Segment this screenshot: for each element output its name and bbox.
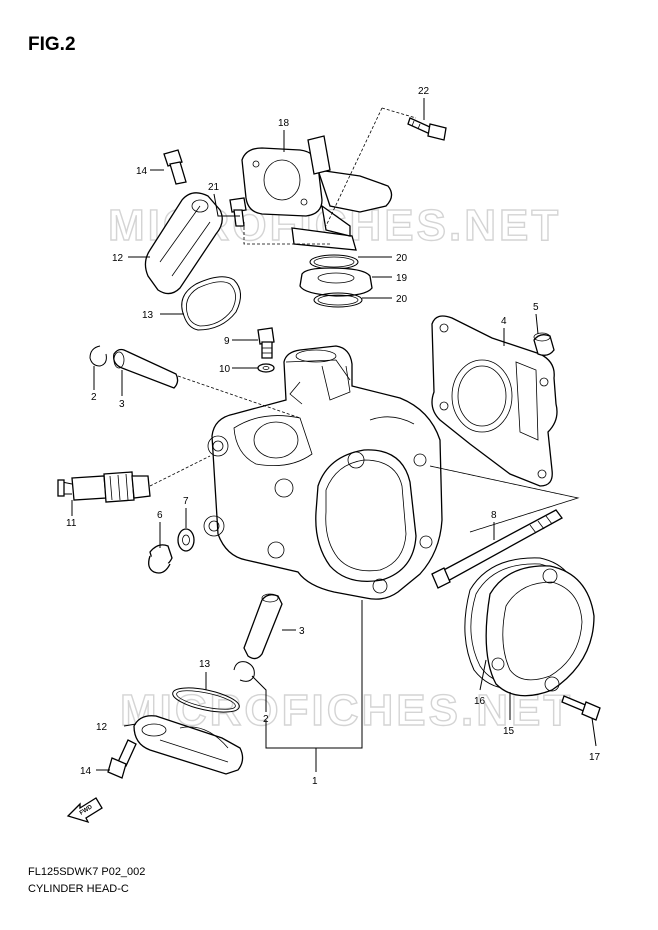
callout-12-lower: 12 xyxy=(96,722,108,733)
callout-4: 4 xyxy=(501,316,507,327)
callout-5: 5 xyxy=(533,302,539,313)
washer-7 xyxy=(177,528,195,552)
callout-11: 11 xyxy=(66,518,77,529)
stud-bolt-8 xyxy=(431,509,563,589)
spark-plug-11 xyxy=(57,471,151,503)
callout-7: 7 xyxy=(183,496,189,507)
callout-1: 1 xyxy=(312,776,318,787)
figure-title: FIG.2 xyxy=(28,34,76,55)
callout-2-lower: 2 xyxy=(263,714,269,725)
callout-9: 9 xyxy=(224,336,230,347)
callout-22: 22 xyxy=(418,86,430,97)
bolt-14-lower xyxy=(107,739,137,779)
clip-2-upper xyxy=(89,345,107,367)
bolt-21 xyxy=(229,197,247,227)
bolt-14-top xyxy=(163,149,187,185)
washer-10 xyxy=(257,363,275,373)
callout-18: 18 xyxy=(278,118,290,129)
valve-guide-3-upper xyxy=(113,348,179,389)
callout-2-upper: 2 xyxy=(91,392,97,403)
intake-pipe-12-lower xyxy=(133,715,244,775)
head-cover-15 xyxy=(485,565,595,697)
callout-16: 16 xyxy=(474,696,486,707)
callout-labels: 22 18 14 21 12 20 19 20 13 5 4 9 10 2 3 … xyxy=(66,86,601,787)
o-ring-20-upper xyxy=(309,254,359,270)
callout-14-top: 14 xyxy=(136,166,148,177)
intake-pipe-12-top xyxy=(144,192,223,295)
bolt-17 xyxy=(561,695,601,721)
callout-6: 6 xyxy=(157,510,163,521)
cap-nut-6 xyxy=(148,544,173,574)
thermostat-housing-18 xyxy=(241,135,393,251)
cylinder-head-1 xyxy=(203,345,443,600)
o-ring-13-lower xyxy=(172,687,240,713)
callout-19: 19 xyxy=(396,273,408,284)
callout-20-lower: 20 xyxy=(396,294,408,305)
spacer-19 xyxy=(299,267,373,297)
figure-name: CYLINDER HEAD-C xyxy=(28,883,129,895)
clip-2-lower xyxy=(233,661,255,682)
callout-3-upper: 3 xyxy=(119,399,125,410)
o-ring-20-lower xyxy=(313,292,363,308)
figure-code: FL125SDWK7 P02_002 xyxy=(28,866,146,878)
bolt-22 xyxy=(407,117,447,141)
dowel-pin-5 xyxy=(533,332,555,356)
valve-guide-3-lower xyxy=(243,593,283,660)
callout-12-top: 12 xyxy=(112,253,124,264)
head-gasket-4 xyxy=(431,315,558,487)
callout-13-top: 13 xyxy=(142,310,154,321)
o-ring-13-top xyxy=(181,276,241,331)
callout-17: 17 xyxy=(589,752,601,763)
callout-8: 8 xyxy=(491,510,497,521)
fwd-arrow-icon: FWD xyxy=(66,797,103,824)
callout-10: 10 xyxy=(219,364,231,375)
leader-lines xyxy=(71,98,597,772)
callout-14-lower: 14 xyxy=(80,766,92,777)
bolt-9 xyxy=(257,327,275,359)
callout-21: 21 xyxy=(208,182,220,193)
callout-3-lower: 3 xyxy=(299,626,305,637)
callout-20-upper: 20 xyxy=(396,253,408,264)
callout-15: 15 xyxy=(503,726,515,737)
callout-13-lower: 13 xyxy=(199,659,211,670)
